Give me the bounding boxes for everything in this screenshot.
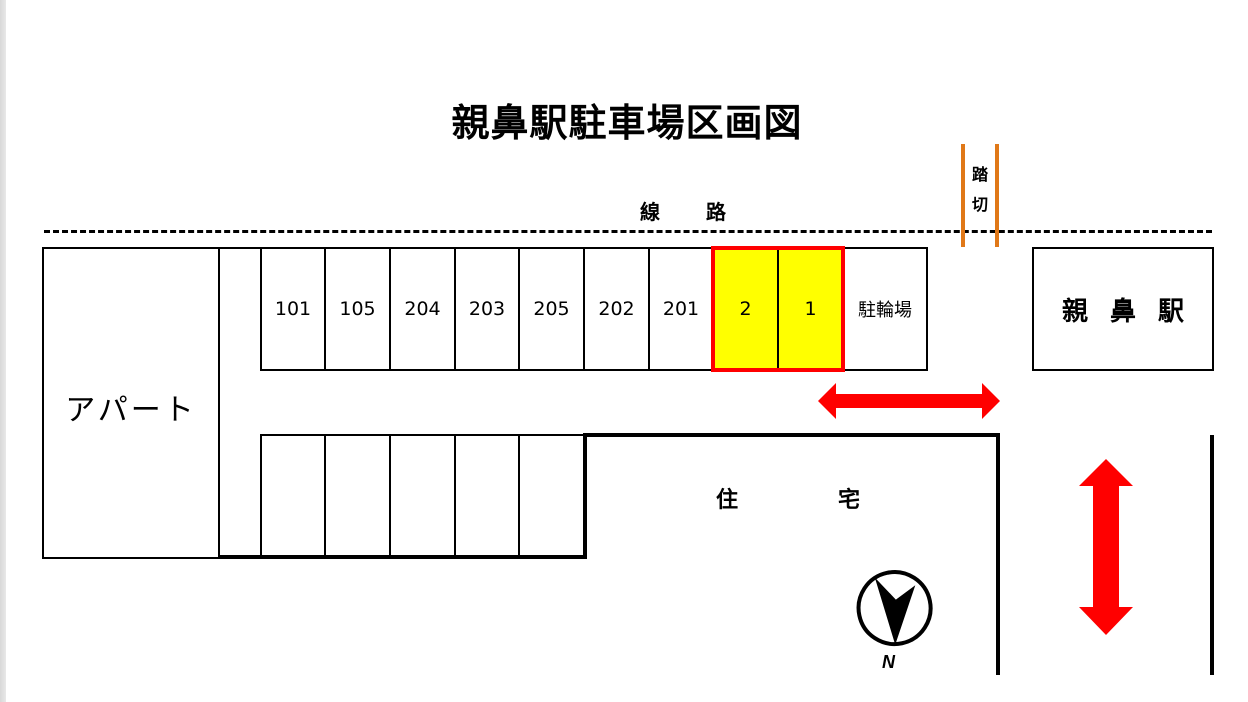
parking-stall-201[interactable]: 201 [648, 247, 714, 371]
crossing-label-top: 踏 [971, 165, 988, 184]
crossing-right-bar [995, 144, 999, 247]
lower-parking-stall[interactable] [454, 434, 520, 558]
parking-stall-203[interactable]: 203 [454, 247, 520, 371]
parking-stall-2-highlighted[interactable]: 2 [712, 247, 779, 371]
stall-label: 205 [533, 298, 570, 320]
crossing-label: 踏 切 [966, 160, 994, 220]
stall-label: 2 [739, 298, 752, 320]
lot-top-border [218, 247, 262, 249]
lower-parking-stall[interactable] [260, 434, 326, 558]
vertical-double-arrow-icon [1079, 459, 1133, 635]
parking-stall-202[interactable]: 202 [583, 247, 650, 371]
bicycle-parking[interactable]: 駐輪場 [842, 247, 928, 371]
station-building: 親鼻駅 [1032, 247, 1214, 371]
housing-label: 住宅 [716, 488, 961, 513]
stall-label: 105 [339, 298, 376, 320]
stall-label: 201 [662, 298, 700, 320]
housing-top-border [583, 433, 1000, 437]
lot-bottom-border [218, 555, 586, 559]
station-label: 親鼻駅 [1061, 296, 1206, 327]
parking-stall-1-highlighted[interactable]: 1 [777, 247, 844, 371]
parking-stall-101[interactable]: 101 [260, 247, 326, 371]
page-left-edge [0, 0, 6, 702]
stall-label: 駐輪場 [858, 300, 912, 321]
lower-parking-stall[interactable] [389, 434, 456, 558]
parking-stall-204[interactable]: 204 [389, 247, 456, 371]
crossing-label-bottom: 切 [971, 195, 988, 214]
apartment-building: アパート [42, 247, 220, 559]
compass-north-icon: N [856, 570, 933, 672]
railway-line [44, 230, 1212, 233]
lower-parking-stall[interactable] [324, 434, 391, 558]
housing-left-border [583, 433, 587, 559]
apartment-label: アパート [65, 393, 197, 428]
parking-stall-205[interactable]: 205 [518, 247, 585, 371]
compass-label: N [882, 652, 896, 672]
parking-stall-105[interactable]: 105 [324, 247, 391, 371]
crossing-left-bar [961, 144, 965, 247]
stall-label: 101 [274, 298, 312, 320]
lower-parking-stall[interactable] [518, 434, 585, 558]
stall-label: 202 [598, 298, 635, 320]
housing-right-border [996, 433, 1000, 675]
stall-label: 204 [404, 298, 441, 320]
page-title: 親鼻駅駐車場区画図 [451, 101, 803, 145]
horizontal-double-arrow-icon [818, 383, 1000, 419]
road-right-border [1210, 435, 1214, 675]
railway-label: 線路 [640, 200, 772, 224]
stall-label: 203 [468, 298, 506, 320]
stall-label: 1 [804, 298, 817, 320]
